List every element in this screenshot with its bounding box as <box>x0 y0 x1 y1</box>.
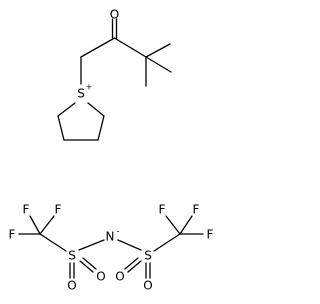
bond-nitrogen-to-right-sulfur <box>117 239 142 251</box>
bond-left-cf3-f-top-left <box>29 215 41 235</box>
right-oxygen-left-label: O <box>115 270 124 284</box>
bond-left-carbon-to-sulfur <box>39 233 67 252</box>
sulfonium-sulfur-label: S <box>77 87 85 101</box>
left-oxygen-bottom-label: O <box>67 279 76 293</box>
right-fluorine-top-left-label: F <box>159 203 166 217</box>
bond-right-sulfur-to-carbon <box>153 233 181 252</box>
carbonyl-oxygen-label: O <box>110 8 119 22</box>
bistriflimide-anion: F F F S O O N - S O O F F F <box>9 203 214 293</box>
sulfonium-cation: O S + <box>57 8 172 141</box>
bond-methyl-upper <box>145 43 171 58</box>
bond-carbonyl-to-quaternary-carbon <box>113 37 147 58</box>
left-sulfur-label: S <box>68 249 76 263</box>
right-oxygen-bottom-label: O <box>143 279 152 293</box>
left-oxygen-right-label: O <box>96 270 105 284</box>
left-fluorine-top-right-label: F <box>55 203 62 217</box>
sulfonium-positive-charge: + <box>86 83 93 92</box>
right-sulfonyl-o-left-a <box>127 260 142 273</box>
ring-bond-left-lower <box>57 115 65 141</box>
bond-carbonyl-to-methylene <box>80 37 116 58</box>
ring-bond-right-lower <box>97 115 105 141</box>
bond-left-cf3-f-top-right <box>39 215 55 235</box>
chemical-structure: O S + F F F S O O <box>9 8 214 293</box>
bond-right-cf3-f-top-left <box>165 215 181 235</box>
left-sulfonyl-o-right-a <box>79 260 94 273</box>
right-sulfonyl-o-left-b <box>124 257 139 270</box>
ring-bond-sulfur-left <box>57 102 76 117</box>
nitrogen-negative-charge: - <box>117 227 120 236</box>
ring-bond-sulfur-right <box>87 102 105 117</box>
left-fluorine-top-left-label: F <box>23 203 30 217</box>
nitrogen-label: N <box>106 230 115 244</box>
right-sulfur-label: S <box>144 249 152 263</box>
left-sulfonyl-o-right-b <box>82 257 97 270</box>
right-fluorine-top-right-label: F <box>193 203 200 217</box>
left-fluorine-left-label: F <box>9 228 16 242</box>
bond-methyl-right <box>145 56 172 73</box>
right-fluorine-right-label: F <box>207 228 214 242</box>
bond-left-sulfur-to-nitrogen <box>78 239 105 251</box>
bond-right-cf3-f-top-right <box>179 215 193 235</box>
